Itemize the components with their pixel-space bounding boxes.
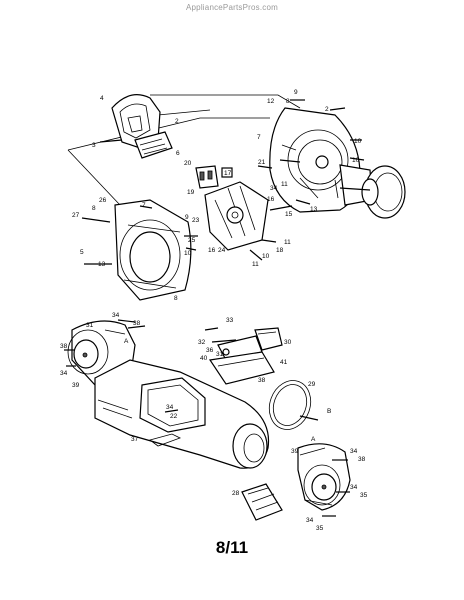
callout-34-c: 34: [166, 404, 174, 411]
callout-11-b: 11: [284, 239, 291, 246]
callout-38-b: 38: [258, 377, 266, 384]
callout-39-right: 39: [291, 448, 299, 455]
callout-23: 23: [192, 217, 200, 224]
callout-34-e: 34: [350, 484, 358, 491]
callout-39-left: 39: [72, 382, 80, 389]
callout-9-mid: 9: [185, 214, 189, 221]
callout-25: 25: [188, 237, 196, 244]
lower-callouts: 31 34 38 33 32 36 31 30 40 41 38 36 A 38…: [60, 312, 368, 532]
callout-36-a: 36: [206, 347, 214, 354]
callout-34-a: 34: [112, 312, 120, 319]
lower-assembly: 31 34 38 33 32 36 31 30 40 41 38 36 A 38…: [60, 312, 368, 532]
callout-35-b: 35: [316, 525, 324, 532]
callout-10-b: 10: [352, 157, 360, 164]
upper-callouts: 9 12 8 2 4 2 7 10 3 6 10 20 21 17 19 34 …: [72, 89, 362, 302]
callout-34-d: 34: [350, 448, 358, 455]
callout-5: 5: [80, 249, 84, 256]
callout-38-d: 38: [358, 456, 366, 463]
callout-A-right: A: [311, 436, 316, 443]
callout-38-a: 38: [133, 320, 141, 327]
callout-24: 24: [218, 247, 226, 254]
callout-11-c: 11: [252, 261, 259, 268]
callout-11-a: 11: [281, 181, 288, 188]
callout-9-top: 9: [294, 89, 298, 96]
callout-18: 18: [276, 247, 284, 254]
callout-15: 15: [285, 211, 293, 218]
callout-7-mid: 7: [142, 202, 146, 209]
page-number: 8/11: [215, 538, 249, 557]
callout-32: 32: [198, 339, 206, 346]
callout-3: 3: [92, 142, 96, 149]
callout-22: 22: [170, 413, 178, 420]
callout-34-b: 34: [60, 370, 68, 377]
callout-27: 27: [72, 212, 80, 219]
callout-41: 41: [280, 359, 288, 366]
callout-12: 12: [267, 98, 275, 105]
callout-31-b: 31: [216, 351, 224, 358]
callout-8-top: 8: [286, 98, 290, 105]
callout-A-left: A: [124, 338, 129, 345]
bracket-part: [134, 131, 173, 159]
callout-19: 19: [187, 189, 195, 196]
callout-21: 21: [258, 159, 266, 166]
callout-13-a: 13: [310, 206, 318, 213]
callout-2-left: 2: [175, 118, 179, 125]
callout-30: 30: [284, 339, 292, 346]
callout-20: 20: [184, 160, 192, 167]
callout-16-b: 16: [208, 247, 216, 254]
callout-17: 17: [224, 170, 232, 177]
callout-4: 4: [100, 95, 104, 102]
callout-10-a: 10: [354, 138, 362, 145]
switch-part: [195, 165, 219, 189]
callout-37: 37: [131, 436, 139, 443]
callout-6: 6: [176, 150, 180, 157]
callout-29: 29: [308, 381, 316, 388]
rear-housing: [269, 107, 361, 213]
callout-28: 28: [232, 490, 240, 497]
callout-7-top: 7: [257, 134, 261, 141]
callout-38-c: 38: [60, 343, 68, 350]
watermark: AppliancePartsPros.com: [186, 3, 278, 12]
callout-35-a: 35: [360, 492, 368, 499]
callout-13-b: 13: [98, 261, 106, 268]
callout-16-a: 16: [267, 196, 275, 203]
callout-31-a: 31: [86, 322, 94, 329]
callout-2-right: 2: [325, 106, 329, 113]
callout-40: 40: [200, 355, 208, 362]
callout-8-low: 8: [174, 295, 178, 302]
callout-10-c: 10: [184, 250, 192, 257]
callout-34-top: 34: [270, 185, 278, 192]
mounting-plate: [208, 351, 275, 385]
callout-26: 26: [99, 197, 107, 204]
callout-10-d: 10: [262, 253, 270, 260]
callout-8-mid: 8: [92, 205, 96, 212]
callout-B: B: [327, 408, 331, 415]
callout-34-f: 34: [306, 517, 314, 524]
upper-assembly: 9 12 8 2 4 2 7 10 3 6 10 20 21 17 19 34 …: [67, 89, 406, 302]
callout-33: 33: [226, 317, 234, 324]
gasket-ring: [268, 380, 312, 430]
